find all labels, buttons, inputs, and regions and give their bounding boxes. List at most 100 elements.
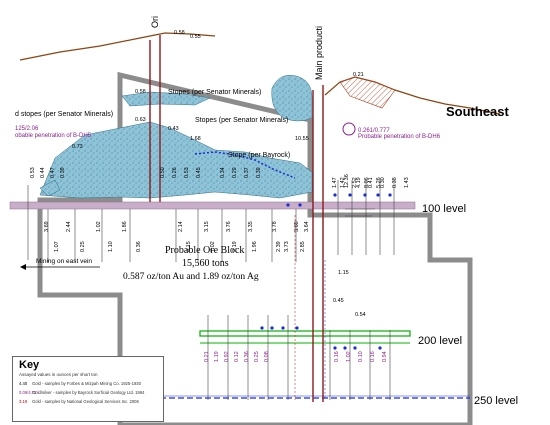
- orebody-stopes-main: [39, 121, 313, 199]
- key-subtitle: Assayed values in ounces per short ton: [19, 372, 98, 377]
- sample-value: 3.69: [44, 221, 50, 232]
- sample-value: 0.39: [256, 167, 262, 178]
- sample-dots: [260, 193, 392, 350]
- svg-text:1.68: 1.68: [190, 136, 201, 142]
- sample-value: 0.36: [136, 241, 142, 252]
- ore-block-title: Probable Ore Block: [165, 245, 244, 256]
- sample-value: 7.02: [210, 241, 216, 252]
- sample-value: 0.21: [204, 351, 210, 362]
- svg-text:0.54: 0.54: [355, 312, 366, 318]
- sample-value: 0.26: [172, 167, 178, 178]
- penetration-circle-b-dh6: [342, 122, 356, 136]
- label-ori-shaft: Ori: [150, 16, 160, 28]
- label-stopes-left: d stopes (per Senator Minerals): [15, 111, 113, 118]
- sample-value: 3.15: [204, 221, 210, 232]
- elevation-values: 0.58 0.55 0.21 0.58 0.63 0.43 0.73 10.55…: [72, 30, 366, 318]
- sample-value: 0.45: [196, 167, 202, 178]
- label-southeast: Southeast: [446, 104, 510, 119]
- sample-value: 3.73: [284, 241, 290, 252]
- stope-bayrock-dots: [194, 151, 296, 179]
- sample-value: 0.34: [220, 167, 226, 178]
- topography-line-left: [19, 32, 216, 61]
- label-main-production: Main producti: [314, 26, 324, 80]
- key-row-3-value: 3.19: [19, 399, 28, 404]
- key-row-3: 3.19 Gold - samples by National Geologica…: [19, 399, 139, 404]
- label-level-200: 200 level: [418, 335, 462, 347]
- sample-value: 1.19: [214, 351, 220, 362]
- orebody-upper-left: [121, 91, 211, 107]
- sample-value: 0.16: [370, 351, 376, 362]
- svg-text:0.58: 0.58: [135, 89, 146, 95]
- svg-text:0.55: 0.55: [190, 34, 201, 40]
- key-row-3-text: Gold - samples by National Geological Se…: [32, 399, 139, 404]
- sample-value: 3.76: [226, 221, 232, 232]
- sample-ticks-lower: [207, 315, 391, 400]
- surface-hatched-zone: [339, 76, 396, 109]
- sample-value: 1.02: [346, 351, 352, 362]
- sample-value: 2.39: [276, 241, 282, 252]
- sample-value: 0.50: [160, 167, 166, 178]
- sample-value: 1.86: [122, 221, 128, 232]
- sample-value: 0.25: [80, 241, 86, 252]
- svg-text:0.21: 0.21: [353, 72, 364, 78]
- sample-value: 3.35: [248, 221, 254, 232]
- sample-value: 0.92: [224, 351, 230, 362]
- sample-value: 0.36: [244, 351, 250, 362]
- sample-value: 0.94: [382, 351, 388, 362]
- sample-value: 0.37: [244, 167, 250, 178]
- svg-text:10.55: 10.55: [295, 136, 309, 142]
- label-stopes-mid: Stopes (per Senator Minerals): [168, 89, 261, 96]
- key-row-2: 0.09/4.72Gold/silver - samples by Bayroc…: [19, 390, 144, 395]
- penetration-right-value: 0.261/0.777: [358, 128, 390, 134]
- penetration-left-value: 125/2.06: [15, 126, 39, 132]
- key-row-1-text: Gold - samples by Forbes & Mizpah Mining…: [32, 381, 141, 386]
- svg-text:0.43: 0.43: [168, 126, 179, 132]
- sample-value: 0.44: [40, 167, 46, 178]
- sample-value: 3.64: [304, 221, 310, 232]
- orebody-upper-right: [271, 75, 313, 122]
- sample-value: 1.07: [54, 241, 60, 252]
- sample-value: 3.60: [294, 221, 300, 232]
- svg-text:1.15: 1.15: [338, 270, 349, 276]
- sample-value: 0.53: [30, 167, 36, 178]
- label-stope-bayrock: Stope (per Bayrock): [228, 152, 290, 159]
- sample-value: 2.14: [178, 221, 184, 232]
- sample-value: 0.38: [392, 177, 398, 188]
- label-level-250: 250 level: [474, 395, 518, 407]
- sample-value: 0.08: [264, 351, 270, 362]
- key-row-2-value: 0.09/4.72: [19, 390, 37, 395]
- svg-text:0.73: 0.73: [72, 144, 83, 150]
- key-row-1: 4.40 Gold - samples by Forbes & Mizpah Mi…: [19, 381, 141, 386]
- ore-block-grade: 0.587 oz/ton Au and 1.89 oz/ton Ag: [123, 272, 259, 282]
- sample-value: 3.78: [272, 221, 278, 232]
- sample-ticks-left: [27, 185, 297, 262]
- level-200-band-green: [199, 330, 411, 337]
- svg-text:0.58: 0.58: [174, 30, 185, 36]
- key-row-1-value: 4.40: [19, 381, 28, 386]
- sample-value: 1.96: [252, 241, 258, 252]
- penetration-left-note: obable penetration of B-DH5: [15, 133, 92, 139]
- sample-value: 0.16: [334, 351, 340, 362]
- key-row-2-text: Gold/silver - samples by Bayrock Surfici…: [32, 390, 145, 395]
- sample-value: 0.25: [254, 351, 260, 362]
- orebody-left-thin: [39, 179, 61, 197]
- sample-value: 1.10: [108, 241, 114, 252]
- key-title: Key: [19, 359, 40, 371]
- sample-value: 2.52: [352, 177, 358, 188]
- sample-value: 2.19: [232, 241, 238, 252]
- ore-block-outline: [37, 71, 473, 425]
- sample-value: 1.42: [340, 177, 346, 188]
- sample-value: 4.15: [186, 241, 192, 252]
- label-mining-east-vein: Mining on east vein: [36, 258, 92, 265]
- ore-block-tons: 15,560 tons: [182, 258, 229, 269]
- sample-value: 0.53: [184, 167, 190, 178]
- label-stopes-mid2: Stopes (per Senator Minerals): [195, 117, 288, 124]
- penetration-right-note: Probable penetration of B-DH6: [358, 134, 441, 140]
- key-legend: Key Assayed values in ounces per short t…: [12, 356, 164, 422]
- sample-value: 2.44: [66, 221, 72, 232]
- svg-text:0.45: 0.45: [333, 298, 344, 304]
- sample-value: 1.02: [96, 221, 102, 232]
- sample-value: 1.47: [332, 177, 338, 188]
- label-level-100: 100 level: [422, 203, 466, 215]
